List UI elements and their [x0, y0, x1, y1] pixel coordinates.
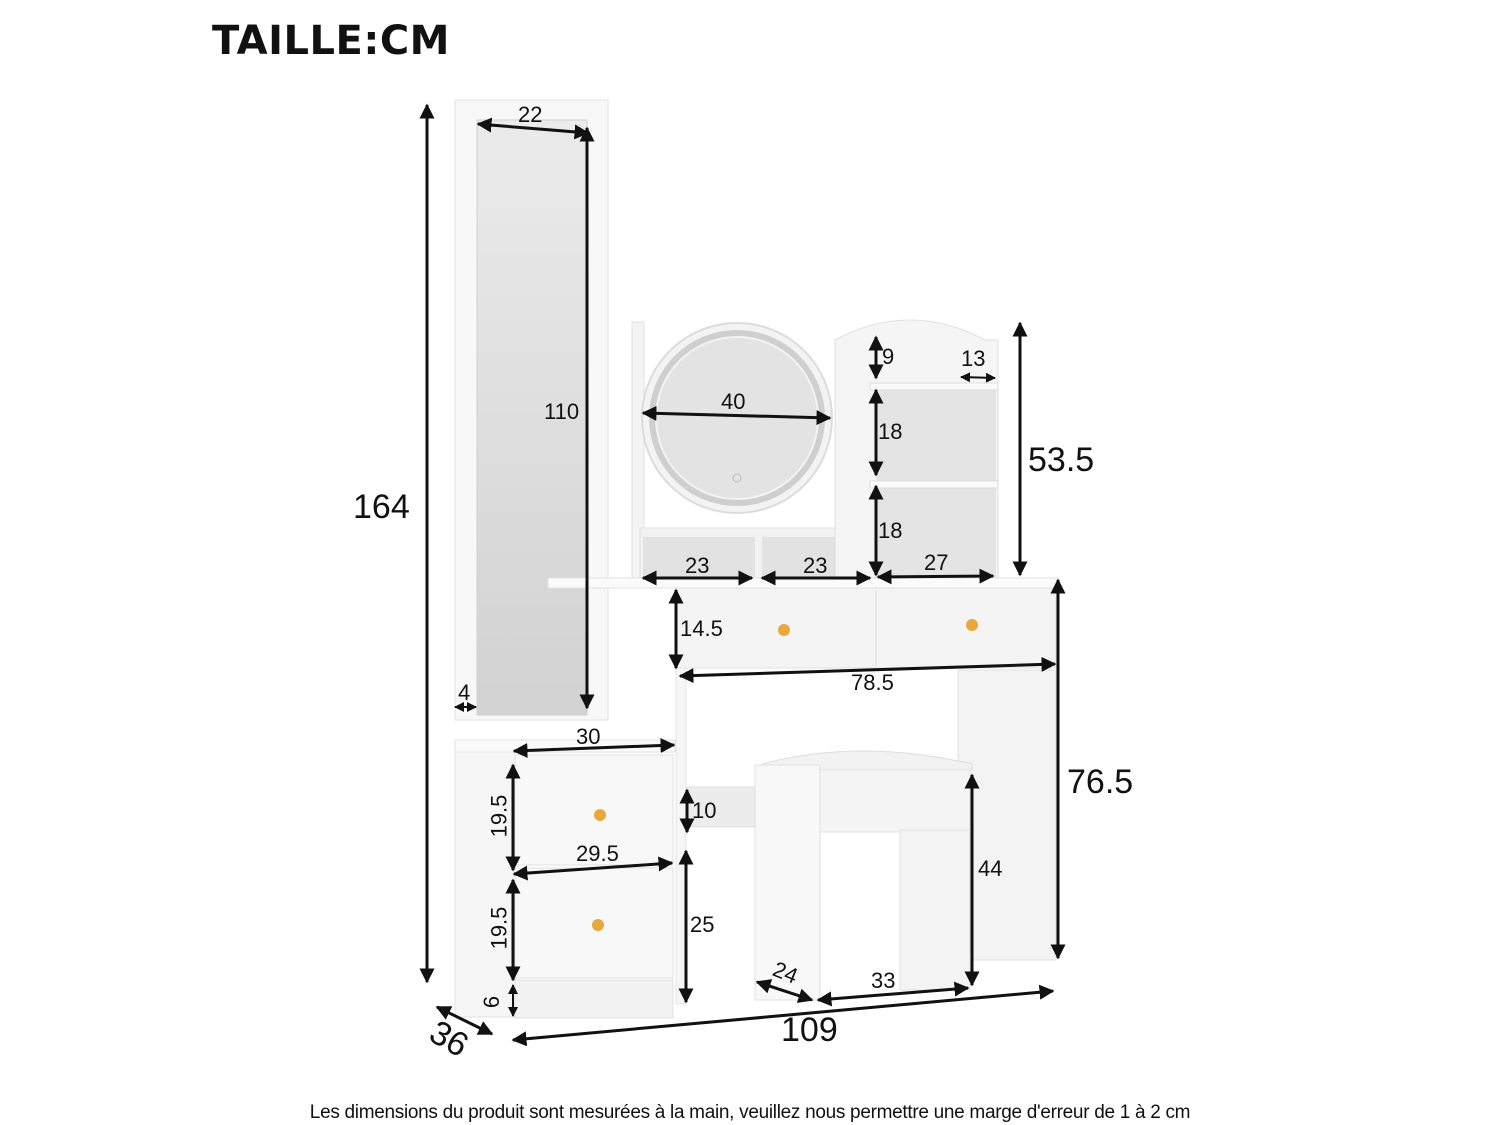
dim-cubby-left-width: 23 — [685, 553, 710, 578]
dim-cabinet-drawer-2-height: 19.5 — [486, 906, 512, 950]
dim-hutch-height: 53.5 — [1028, 441, 1095, 479]
dim-stool-height: 44 — [978, 856, 1003, 881]
dim-legroom-height: 25 — [690, 912, 715, 937]
dim-cabinet-base-height: 6 — [479, 995, 505, 1009]
dim-total-height: 164 — [353, 488, 410, 526]
side-cabinet — [454, 739, 676, 1019]
measurement-disclaimer: Les dimensions du produit sont mesurées … — [309, 1102, 1191, 1123]
dim-round-mirror-diameter: 40 — [721, 389, 746, 414]
stool — [754, 750, 973, 1001]
dim-shelf-lower-height: 18 — [878, 518, 903, 543]
dim-cabinet-top-width: 30 — [576, 724, 601, 749]
dim-desk-drawer-width: 78.5 — [851, 670, 894, 695]
dim-shelf-unit-width: 27 — [924, 550, 949, 575]
dim-stool-width: 33 — [871, 968, 896, 993]
dim-full-mirror-width: 22 — [518, 102, 543, 127]
dim-cabinet-drawer-1-height: 19.5 — [486, 794, 512, 838]
dim-mirror-frame-border: 4 — [458, 680, 471, 705]
full-length-mirror — [454, 99, 609, 721]
page-title: TAILLE:CM — [212, 18, 450, 64]
dim-total-width: 109 — [781, 1011, 838, 1049]
dim-full-mirror-height: 110 — [544, 399, 580, 424]
dim-shelf-top-height: 9 — [882, 344, 895, 369]
hutch — [631, 319, 999, 579]
dim-cabinet-drawer-width: 29.5 — [576, 841, 619, 866]
dimension-lines — [419, 103, 1066, 1047]
dim-shelf-upper-height: 18 — [878, 419, 903, 444]
dim-desk-height: 76.5 — [1067, 763, 1134, 801]
dim-shelf-top-width: 13 — [961, 346, 986, 371]
dim-cubby-middle-width: 23 — [803, 553, 828, 578]
dim-footrest-height: 10 — [692, 798, 717, 823]
dim-drawer-height: 14.5 — [680, 616, 723, 641]
